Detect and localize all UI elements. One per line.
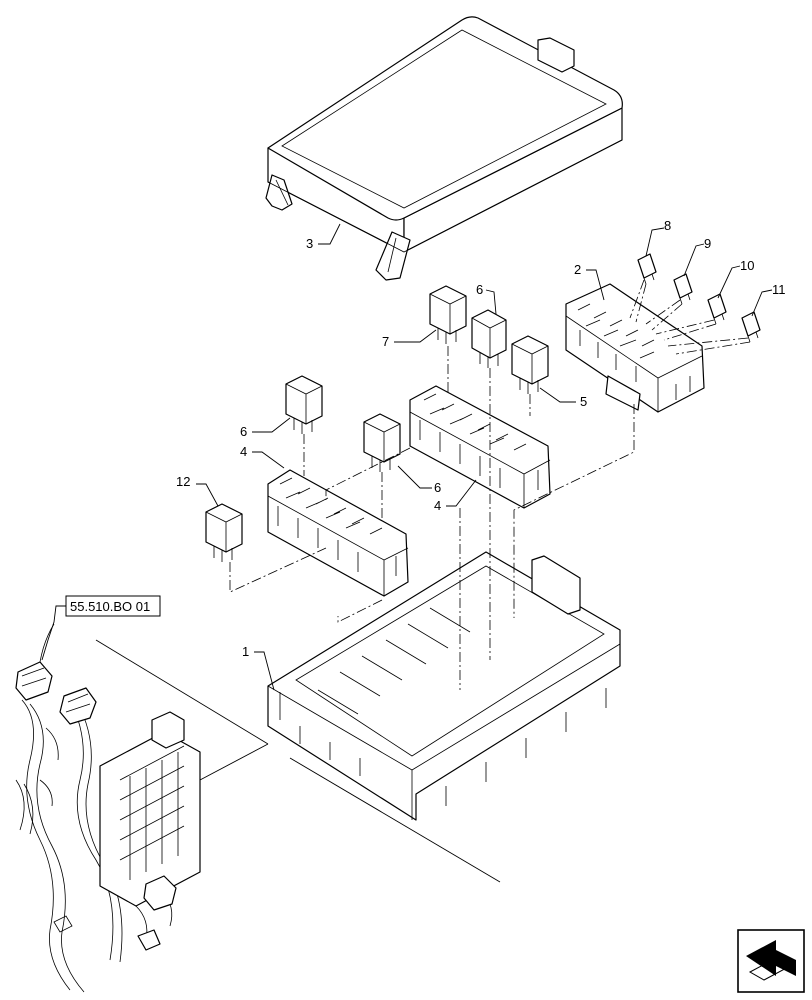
relay-6-left[interactable] [285, 375, 323, 434]
reference-box[interactable]: 55.510.BO 01 [41, 595, 161, 661]
connector-plug-1 [15, 661, 53, 701]
callout-4-right: 4 [434, 498, 441, 513]
callout-11: 11 [772, 282, 786, 297]
callout-6-top: 6 [476, 282, 483, 297]
inset-pointer-lines [95, 639, 501, 883]
relay-12[interactable] [205, 503, 243, 562]
callout-12: 12 [176, 474, 190, 489]
callout-5: 5 [580, 394, 587, 409]
fuse-block-part[interactable] [565, 283, 705, 413]
callout-7: 7 [382, 334, 389, 349]
relay-socket-block-upper[interactable] [409, 385, 551, 509]
relay-7[interactable] [429, 285, 467, 344]
callout-6-left: 6 [240, 424, 247, 439]
fuse-panel-inset [99, 711, 201, 907]
relay-socket-block-lower[interactable] [267, 469, 409, 597]
fuse-guide-lines [629, 279, 751, 355]
callout-8: 8 [664, 218, 671, 233]
callout-labels: 3 2 8 9 10 11 6 7 5 6 4 6 4 12 1 [176, 218, 786, 659]
relay-6-middle[interactable] [363, 413, 401, 472]
base-housing-part[interactable] [267, 551, 621, 821]
callout-6-middle: 6 [434, 480, 441, 495]
reference-label: 55.510.BO 01 [70, 599, 150, 614]
fuse-9[interactable] [673, 273, 693, 305]
relay-5[interactable] [511, 335, 549, 394]
callout-leaders [196, 223, 773, 691]
relay-6-top[interactable] [471, 309, 507, 368]
callout-1: 1 [242, 644, 249, 659]
next-page-arrow-icon[interactable] [737, 929, 805, 993]
callout-10: 10 [740, 258, 754, 273]
fuse-8[interactable] [637, 253, 657, 285]
callout-9: 9 [704, 236, 711, 251]
callout-2: 2 [574, 262, 581, 277]
connector-plug-2 [59, 687, 97, 725]
callout-4-left: 4 [240, 444, 247, 459]
fuse-10[interactable] [707, 293, 727, 325]
callout-3: 3 [306, 236, 313, 251]
fuse-11[interactable] [741, 311, 761, 343]
harness-inset[interactable] [15, 623, 201, 993]
assembly-guide-lines [229, 346, 635, 690]
cover-part[interactable] [265, 16, 623, 281]
